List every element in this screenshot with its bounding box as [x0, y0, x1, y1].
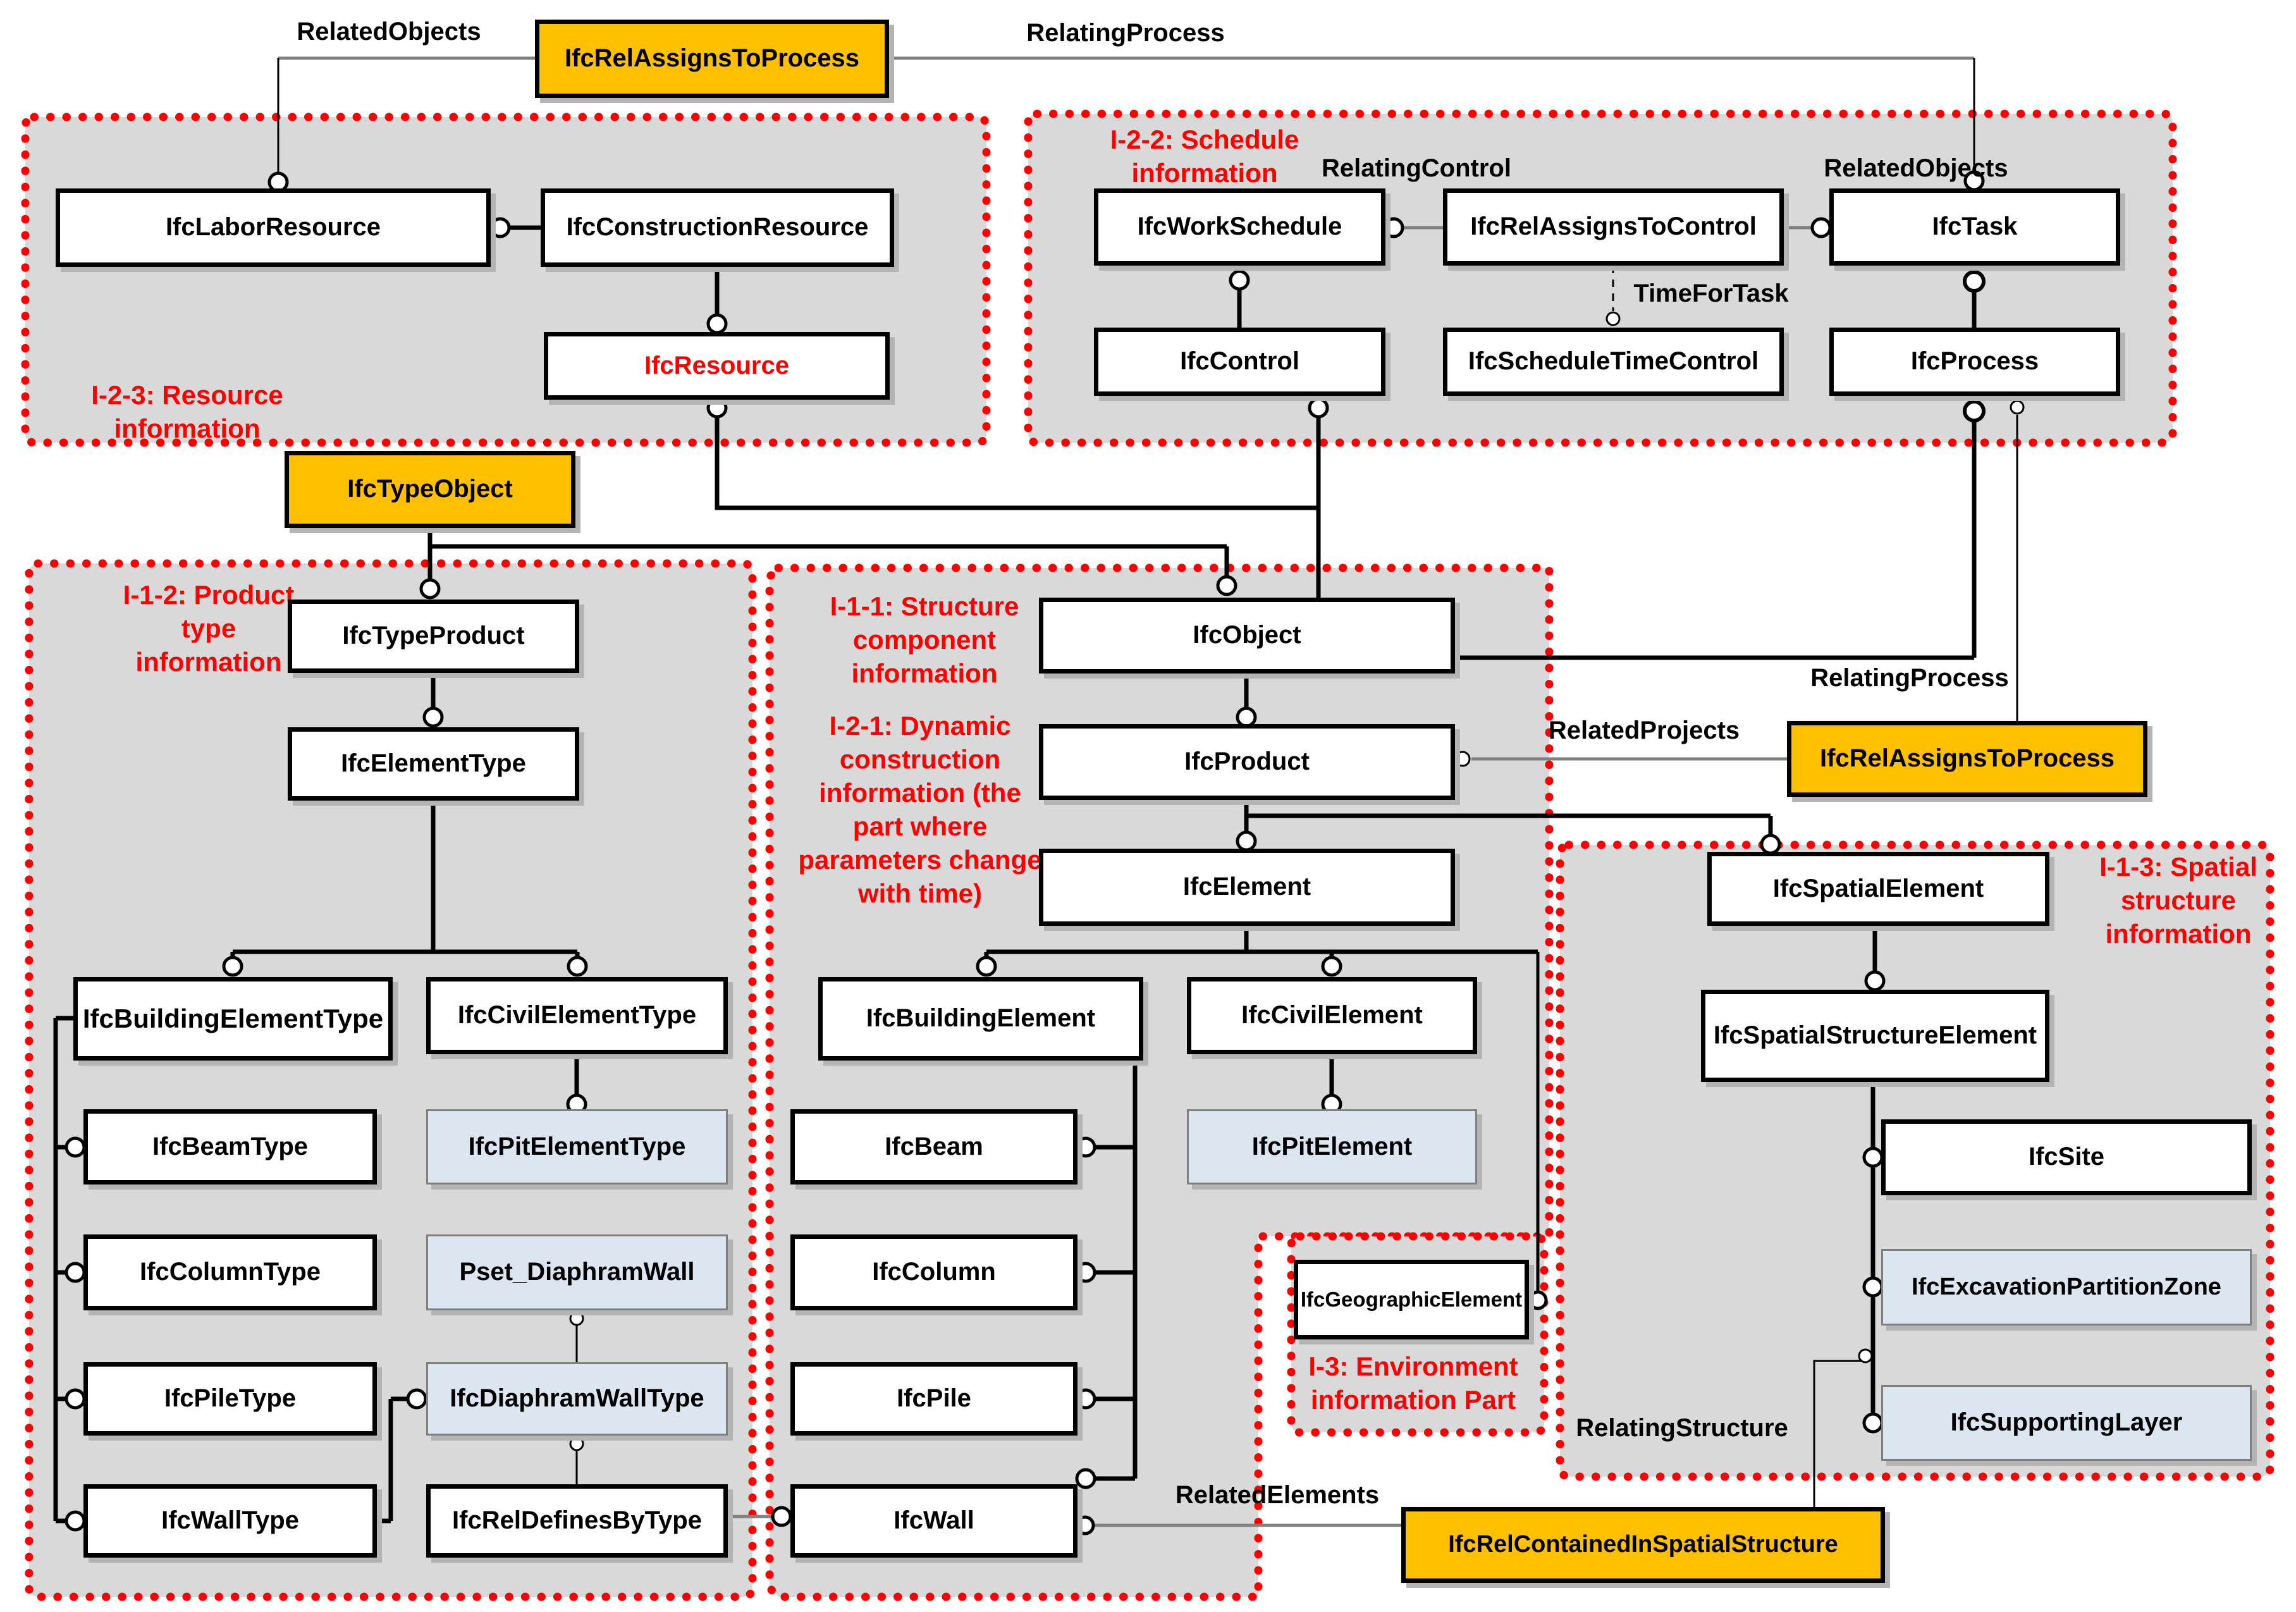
edge-label-related-objects-schedule: RelatedObjects — [1824, 154, 2008, 182]
node-ifcbeamtype: IfcBeamType — [83, 1109, 377, 1184]
node-ifcspatialelement: IfcSpatialElement — [1707, 852, 2049, 926]
node-ifcbeam: IfcBeam — [790, 1109, 1077, 1184]
node-ifcworkschedule: IfcWorkSchedule — [1094, 188, 1385, 266]
edge-label-related-objects-top: RelatedObjects — [297, 18, 481, 46]
node-ifcbuildingelement: IfcBuildingElement — [818, 977, 1143, 1061]
node-ifcexcavationpartitionzone: IfcExcavationPartitionZone — [1881, 1249, 2252, 1326]
node-ifcscheduletimecontrol: IfcScheduleTimeControl — [1443, 328, 1784, 396]
node-ifcrelassignstoprocess-right: IfcRelAssignsToProcess — [1787, 721, 2147, 797]
node-ifctask: IfcTask — [1829, 188, 2120, 266]
node-ifcproduct: IfcProduct — [1039, 724, 1455, 800]
node-ifcpiletype: IfcPileType — [83, 1362, 377, 1436]
node-ifcdiaphramwalltype: IfcDiaphramWallType — [426, 1362, 728, 1436]
group-environment-title: I-3: Environment information Part — [1308, 1351, 1518, 1415]
node-ifcwalltype: IfcWallType — [83, 1484, 377, 1558]
node-ifctypeproduct: IfcTypeProduct — [288, 600, 579, 673]
node-ifcrelcontainedinspatialstructure: IfcRelContainedInSpatialStructure — [1401, 1507, 1885, 1583]
group-schedule-title: I-2-2: Schedule information — [1110, 125, 1299, 188]
relationship-circles — [64, 170, 2025, 1535]
node-ifcpitelementtype: IfcPitElementType — [426, 1109, 728, 1184]
node-ifccivilelementtype: IfcCivilElementType — [426, 977, 728, 1054]
thick-black-lines — [53, 225, 1977, 1523]
node-ifccontrol: IfcControl — [1094, 328, 1385, 396]
gray-association-lines — [278, 56, 1974, 1527]
node-ifcrelassignstocontrol: IfcRelAssignsToControl — [1443, 188, 1784, 266]
node-ifcpitelement: IfcPitElement — [1187, 1109, 1477, 1184]
node-ifcconstructionresource: IfcConstructionResource — [541, 188, 894, 267]
node-ifcwall: IfcWall — [790, 1484, 1077, 1558]
edge-label-related-elements: RelatedElements — [1175, 1481, 1380, 1509]
group-resource-title: I-2-3: Resource information — [91, 380, 283, 443]
edge-label-relating-control: RelatingControl — [1322, 154, 1511, 182]
node-ifcprocess: IfcProcess — [1829, 328, 2120, 396]
group-product-type-region — [25, 559, 757, 1601]
edge-label-relating-process-right: RelatingProcess — [1810, 664, 2009, 692]
node-pset-diaphramwall: Pset_DiaphramWall — [426, 1234, 728, 1310]
node-ifcpile: IfcPile — [790, 1362, 1077, 1436]
node-ifcelementtype: IfcElementType — [288, 727, 579, 801]
group-spatial-title: I-1-3: Spatial structure information — [2099, 852, 2257, 949]
node-ifctypeobject: IfcTypeObject — [285, 451, 575, 528]
node-ifccolumntype: IfcColumnType — [83, 1234, 377, 1310]
node-ifcelement: IfcElement — [1039, 849, 1455, 926]
node-ifcreldefinesbytype: IfcRelDefinesByType — [426, 1484, 728, 1558]
group-structure-title: I-1-1: Structure component information — [830, 591, 1019, 688]
node-ifcsupportinglayer: IfcSupportingLayer — [1881, 1385, 2252, 1461]
node-ifcobject: IfcObject — [1039, 598, 1455, 674]
node-ifcgeographicelement: IfcGeographicElement — [1294, 1260, 1529, 1339]
group-product-type-title: I-1-2: Product type information — [123, 580, 295, 677]
edge-label-relating-structure: RelatingStructure — [1576, 1414, 1788, 1442]
node-ifcbuildingelementtype: IfcBuildingElementType — [73, 977, 393, 1061]
group-structure-region — [765, 563, 1554, 1601]
edge-label-time-for-task: TimeForTask — [1633, 280, 1789, 307]
thin-black-lines — [277, 58, 2018, 1507]
edge-label-relating-process-top: RelatingProcess — [1026, 19, 1225, 47]
node-ifccivilelement: IfcCivilElement — [1187, 977, 1477, 1054]
node-ifcspatialstructureelement: IfcSpatialStructureElement — [1701, 990, 2049, 1082]
node-ifclaborresource: IfcLaborResource — [56, 188, 491, 267]
node-ifcrelassignstoprocess-top: IfcRelAssignsToProcess — [535, 20, 889, 98]
edge-label-related-projects: RelatedProjects — [1548, 717, 1740, 744]
dynamic-construction-note: I-2-1: Dynamic construction information … — [798, 711, 1042, 908]
node-ifcresource: IfcResource — [544, 332, 890, 400]
node-ifccolumn: IfcColumn — [790, 1234, 1077, 1310]
node-ifcsite: IfcSite — [1881, 1119, 2252, 1195]
